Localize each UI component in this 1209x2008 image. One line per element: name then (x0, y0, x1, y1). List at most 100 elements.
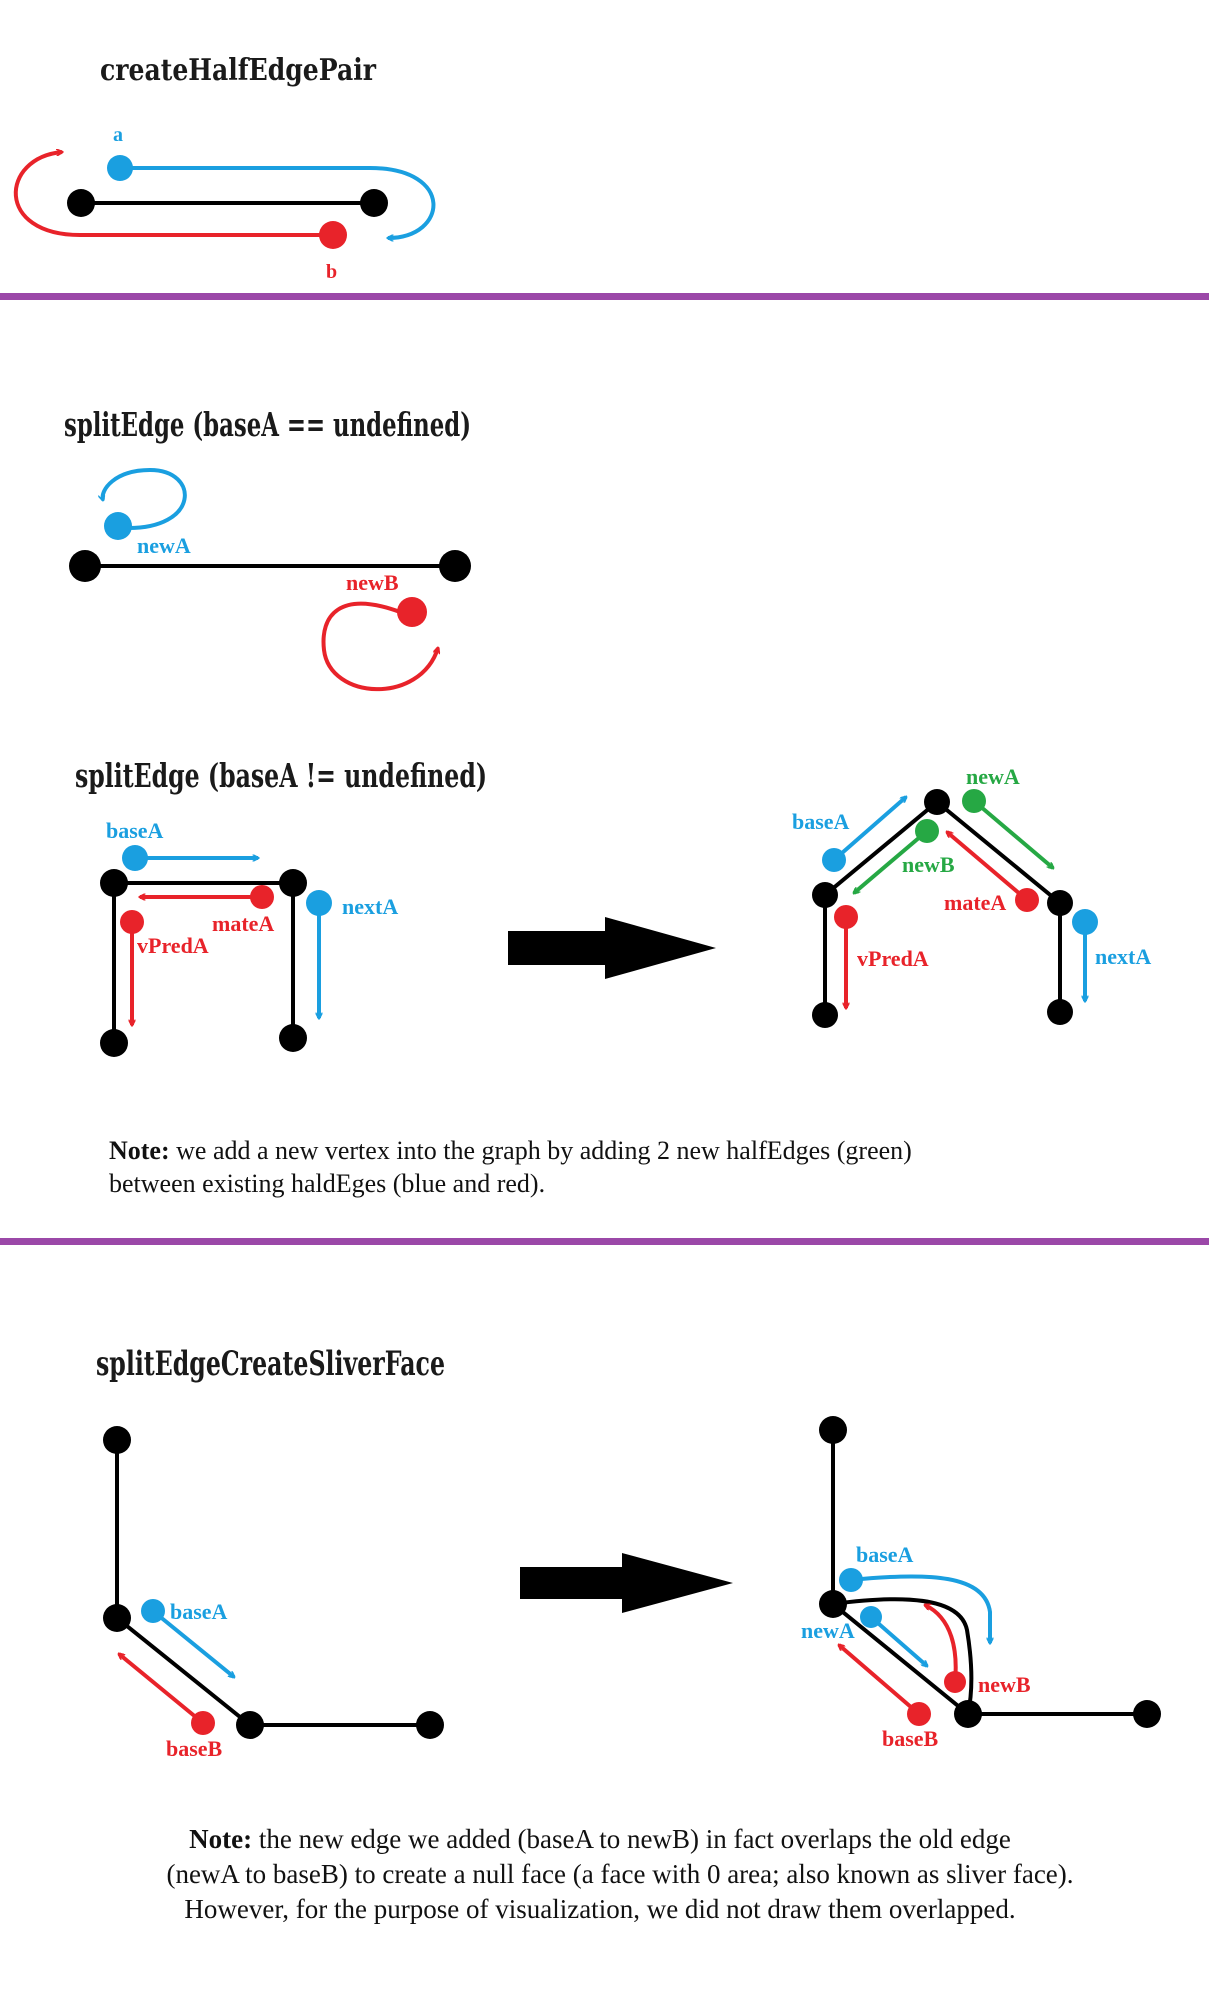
vertex-dot (954, 1700, 982, 1728)
newA-dot (962, 789, 986, 813)
label-newA: newA (966, 764, 1020, 789)
label-mateA: mateA (944, 890, 1006, 915)
label-vPredA: vPredA (857, 946, 929, 971)
label-vPredA: vPredA (137, 933, 209, 958)
label-nextA: nextA (1095, 944, 1151, 969)
newA-dot (104, 512, 132, 540)
mateA-arrow (947, 832, 1029, 902)
edge-line (115, 1440, 430, 1727)
section2-title: splitEdge (baseA == undefined) (64, 405, 471, 444)
note-line: However, for the purpose of visualizatio… (184, 1894, 1016, 1924)
split-edge-after: baseA newA newB mateA vPredA nextA (792, 764, 1151, 1028)
label-newA: newA (801, 1618, 855, 1643)
half-edge-a-dot (107, 155, 133, 181)
baseA-arrow (832, 797, 906, 862)
label-newB: newB (978, 1672, 1031, 1697)
newA-arrow (869, 1615, 927, 1666)
newB-loop-arrow (321, 601, 438, 692)
baseB-dot (907, 1702, 931, 1726)
newA-loop-arrow (103, 467, 187, 531)
vertex-dot (924, 789, 950, 815)
note-sliver-face: Note: the new edge we added (baseA to ne… (60, 1822, 1180, 1927)
section1-title: createHalfEdgePair (100, 53, 377, 88)
label-a: a (113, 124, 123, 146)
split-edge-before: baseA mateA vPredA nextA (100, 818, 398, 1057)
newA-dot (860, 1606, 882, 1628)
note-label: Note: (109, 1136, 170, 1165)
vertex-dot (360, 189, 388, 217)
baseA-arrow (850, 1574, 990, 1643)
label-b: b (326, 261, 337, 283)
newB-dot (397, 597, 427, 627)
vertex-dot (416, 1711, 444, 1739)
sliver-after: baseA newA newB baseB (801, 1416, 1161, 1751)
section4-title: splitEdgeCreateSliverFace (96, 1344, 445, 1384)
vertex-dot (236, 1711, 264, 1739)
label-nextA: nextA (342, 894, 398, 919)
note-split-edge: Note: we add a new vertex into the graph… (109, 1134, 1109, 1200)
baseB-dot (191, 1711, 215, 1735)
vertex-dot (100, 1029, 128, 1057)
label-baseB: baseB (166, 1736, 223, 1761)
section3-title: splitEdge (baseA != undefined) (75, 756, 487, 795)
vertex-dot (819, 1590, 847, 1618)
baseA-dot (822, 848, 846, 872)
label-baseA: baseA (856, 1542, 914, 1567)
baseA-arrow (151, 1609, 234, 1677)
vertex-dot (103, 1426, 131, 1454)
label-mateA: mateA (212, 911, 274, 936)
vertex-dot (69, 550, 101, 582)
newA-arrow (972, 799, 1053, 868)
vPredA-dot (120, 910, 144, 934)
vertex-dot (67, 189, 95, 217)
label-baseB: baseB (882, 1726, 939, 1751)
baseA-dot (839, 1568, 863, 1592)
half-edge-b-dot (319, 221, 347, 249)
transform-arrow (520, 1553, 733, 1613)
section-divider (0, 1238, 1209, 1245)
newB-dot (944, 1671, 966, 1693)
vertex-dot (812, 882, 838, 908)
baseA-dot (122, 845, 148, 871)
label-baseA: baseA (170, 1599, 228, 1624)
label-newB: newB (346, 570, 399, 595)
label-newB: newB (902, 852, 955, 877)
vertex-dot (812, 1002, 838, 1028)
note-line: (newA to baseB) to create a null face (a… (166, 1859, 1074, 1889)
vertex-dot (439, 550, 471, 582)
newB-arrow (925, 1603, 958, 1683)
vertex-dot (100, 869, 128, 897)
note-text: we add a new vertex into the graph by ad… (169, 1136, 912, 1165)
note-line: Note: the new edge we added (baseA to ne… (60, 1822, 1140, 1857)
sliver-edge-line (832, 1597, 974, 1715)
vPredA-dot (834, 905, 858, 929)
label-baseA: baseA (106, 818, 164, 843)
half-edge-a-arrow (369, 166, 436, 238)
vertex-dot (1047, 999, 1073, 1025)
newB-dot (915, 819, 939, 843)
nextA-dot (306, 890, 332, 916)
newB-arrow (854, 829, 929, 893)
mateA-dot (250, 885, 274, 909)
note-line: between existing haldEges (blue and red)… (109, 1169, 546, 1198)
note-label: Note: (189, 1824, 253, 1854)
vertex-dot (279, 869, 307, 897)
section-divider (0, 293, 1209, 300)
vertex-dot (1047, 890, 1073, 916)
note-line: Note: we add a new vertex into the graph… (109, 1134, 1109, 1167)
label-newA: newA (137, 533, 191, 558)
vertex-dot (103, 1604, 131, 1632)
vertex-dot (279, 1024, 307, 1052)
half-edge-b-arrow (13, 152, 81, 237)
label-baseA: baseA (792, 809, 850, 834)
nextA-dot (1072, 909, 1098, 935)
baseA-dot (141, 1599, 165, 1623)
edge-line (831, 1430, 1147, 1716)
sliver-before: baseA baseB (103, 1426, 444, 1761)
vertex-dot (1133, 1700, 1161, 1728)
note-text: the new edge we added (baseA to newB) in… (252, 1824, 1011, 1854)
baseB-arrow (839, 1645, 921, 1716)
baseB-arrow (119, 1654, 205, 1725)
mateA-dot (1015, 888, 1039, 912)
